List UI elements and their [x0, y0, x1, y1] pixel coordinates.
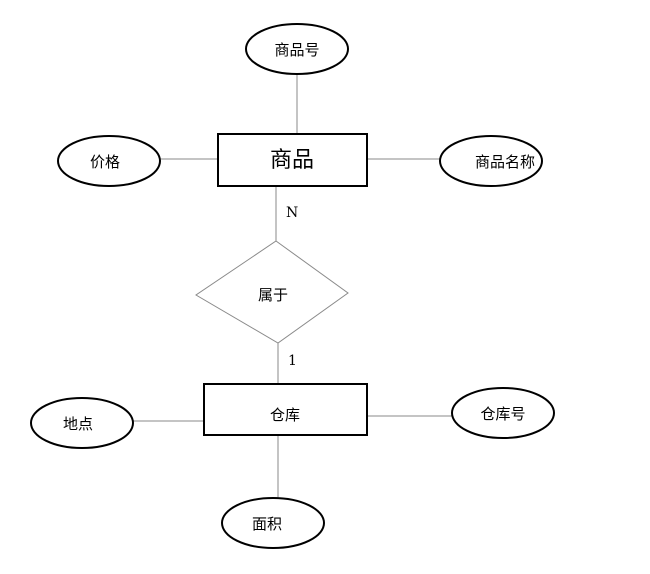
connectors [133, 74, 453, 497]
attribute-area[interactable]: 面积 [221, 497, 325, 549]
attribute-goods-id-label: 商品号 [274, 41, 319, 59]
relationship-diamond [195, 240, 349, 344]
attribute-goods-id[interactable]: 商品号 [245, 23, 349, 75]
entity-goods-label: 商品 [270, 148, 314, 173]
entity-goods[interactable]: 商品 [217, 133, 368, 187]
entity-goods-box [217, 133, 368, 187]
attribute-area-label: 面积 [252, 515, 282, 533]
attribute-warehouse-id[interactable]: 仓库号 [451, 387, 555, 439]
relationship-label: 属于 [258, 286, 288, 304]
attribute-goods-id-ellipse [245, 23, 349, 75]
attribute-price-label: 价格 [90, 153, 120, 171]
entity-warehouse-label: 仓库 [270, 406, 300, 424]
attribute-goods-name-ellipse [439, 135, 543, 187]
attribute-location-ellipse [30, 397, 134, 449]
attribute-price[interactable]: 价格 [57, 135, 161, 187]
attribute-price-ellipse [57, 135, 161, 187]
attribute-location-label: 地点 [63, 415, 93, 433]
relationship-belongs-to[interactable]: 属于 [195, 240, 349, 344]
entity-warehouse-box [203, 383, 368, 436]
attribute-goods-name[interactable]: 商品名称 [439, 135, 543, 187]
entity-warehouse[interactable]: 仓库 [203, 383, 368, 436]
attribute-warehouse-id-label: 仓库号 [480, 405, 525, 423]
attribute-location[interactable]: 地点 [30, 397, 134, 449]
attribute-warehouse-id-ellipse [451, 387, 555, 439]
cardinality-warehouse: 1 [288, 353, 297, 369]
attribute-area-ellipse [221, 497, 325, 549]
cardinality-goods: N [286, 205, 298, 221]
attribute-goods-name-label: 商品名称 [475, 153, 535, 171]
